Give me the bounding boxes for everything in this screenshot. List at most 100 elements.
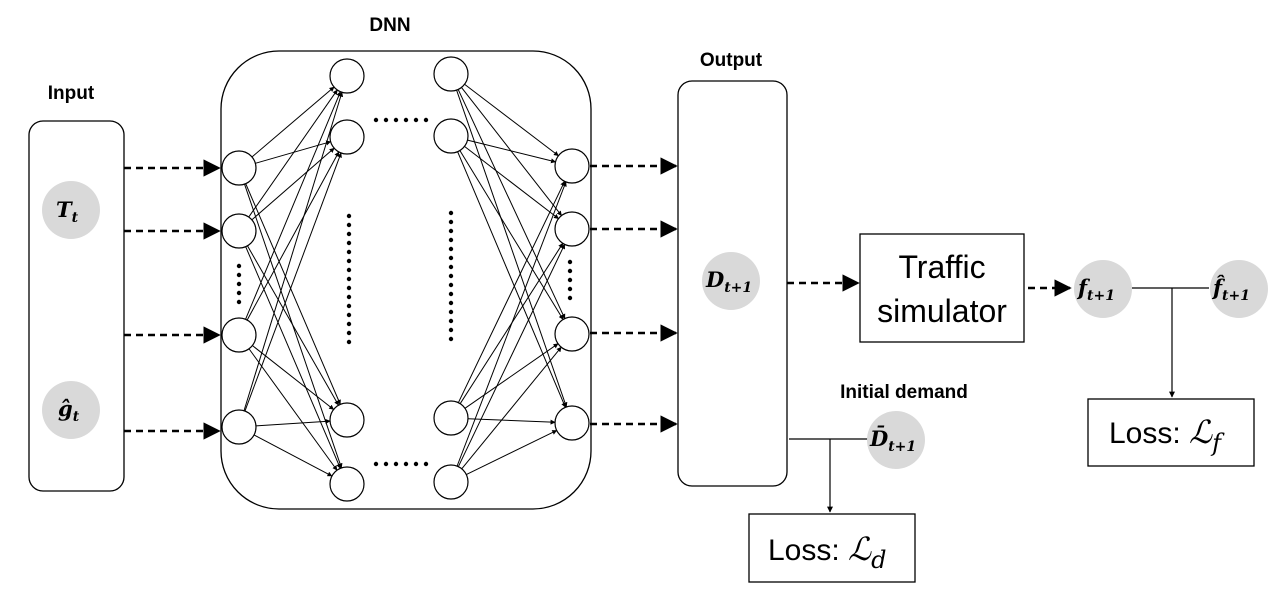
connection-line [255, 418, 331, 427]
loss-connectors [789, 287, 1209, 513]
connection-line [244, 152, 342, 412]
connection-line [245, 91, 342, 320]
connection-line [457, 180, 566, 403]
node-D-t1: Dt+1 [702, 252, 760, 310]
ellipsis-dot [346, 267, 352, 273]
connection-line [464, 83, 559, 157]
ellipsis-dot [346, 222, 352, 228]
ellipsis-dot [393, 461, 399, 467]
ellipsis-dot [383, 461, 389, 467]
ellipsis-dot [448, 219, 454, 225]
network-nodes [221, 56, 590, 502]
neuron-node [221, 317, 257, 353]
node-T-t: Tt [42, 181, 100, 239]
ellipsis-dot [413, 117, 419, 123]
neuron-node [329, 58, 365, 94]
ellipsis-dots [236, 117, 573, 467]
neuron-node [433, 118, 469, 154]
traffic-simulator-line1: Traffic [898, 249, 985, 285]
ellipsis-dot [413, 461, 419, 467]
connection-line [248, 89, 338, 218]
neuron-node [554, 211, 590, 247]
neuron-node [554, 148, 590, 184]
ellipsis-dot [373, 117, 379, 123]
ellipsis-dot [373, 461, 379, 467]
connection-line [248, 348, 338, 471]
node-D-circle [702, 252, 760, 310]
node-g-circle [42, 381, 100, 439]
input-arrows [124, 159, 221, 440]
ellipsis-dot [448, 327, 454, 333]
ellipsis-dot [346, 240, 352, 246]
ellipsis-dot [346, 258, 352, 264]
neuron-node [433, 400, 469, 436]
output-label: Output [700, 50, 763, 71]
loss-f-box [1087, 398, 1255, 467]
connection-line [464, 145, 559, 220]
ellipsis-dot [383, 117, 389, 123]
node-f-t1: ft+1 [1074, 260, 1132, 318]
ellipsis-dot [448, 255, 454, 261]
network-connections [243, 83, 568, 477]
connection-line [467, 139, 556, 164]
ellipsis-dot [346, 339, 352, 345]
ellipsis-dot [567, 295, 573, 301]
connection-line [457, 243, 566, 467]
ellipsis-dot [403, 117, 409, 123]
ellipsis-dot [236, 290, 242, 296]
ellipsis-dot [567, 277, 573, 283]
connection-line [251, 147, 335, 221]
ellipsis-dot [346, 231, 352, 237]
ellipsis-dot [346, 330, 352, 336]
initial-demand-label: Initial demand [840, 382, 968, 403]
ellipsis-dot [346, 249, 352, 255]
node-D-label: Dt+1 [705, 267, 752, 296]
traffic-simulator-box [859, 233, 1025, 343]
node-D-bar-t1: D̄t+1 [867, 411, 925, 469]
connection-line [456, 89, 568, 408]
neuron-node [554, 405, 590, 441]
loss-d-text: Loss: ℒd [768, 530, 886, 574]
node-fhat-circle [1210, 260, 1268, 318]
ellipsis-dot [448, 264, 454, 270]
traffic-simulator-line2: simulator [877, 293, 1007, 329]
ellipsis-dot [346, 312, 352, 318]
node-g-hat-t: ĝt [42, 381, 100, 439]
ellipsis-dot [423, 461, 429, 467]
neuron-node [221, 213, 257, 249]
loss-d-box [748, 513, 916, 583]
ellipsis-dot [423, 117, 429, 123]
connection-line [464, 343, 559, 409]
node-f-circle [1074, 260, 1132, 318]
ellipsis-dot [448, 300, 454, 306]
ellipsis-dot [567, 259, 573, 265]
neuron-node [221, 409, 257, 445]
neuron-node [329, 466, 365, 502]
ellipsis-dot [236, 299, 242, 305]
connection-line [466, 430, 558, 475]
connection-line [253, 434, 333, 477]
ellipsis-dot [567, 286, 573, 292]
neuron-node [221, 150, 257, 186]
ellipsis-dot [448, 246, 454, 252]
ellipsis-dot [448, 210, 454, 216]
node-g-label: ĝt [58, 396, 80, 425]
node-f-hat-t1: f̂t+1 [1210, 260, 1268, 318]
ellipsis-dot [448, 309, 454, 315]
ellipsis-dot [346, 303, 352, 309]
connection-line [459, 150, 564, 320]
connection-line [467, 418, 556, 425]
ellipsis-dot [346, 285, 352, 291]
node-Dbar-circle [867, 411, 925, 469]
neuron-node [329, 402, 365, 438]
ellipsis-dot [346, 276, 352, 282]
neuron-node [329, 119, 365, 155]
ellipsis-dot [448, 318, 454, 324]
ellipsis-dot [346, 213, 352, 219]
connection-line [243, 91, 344, 411]
ellipsis-dot [236, 263, 242, 269]
ellipsis-dot [448, 228, 454, 234]
connection-line [456, 181, 567, 467]
connection-line [247, 245, 339, 406]
